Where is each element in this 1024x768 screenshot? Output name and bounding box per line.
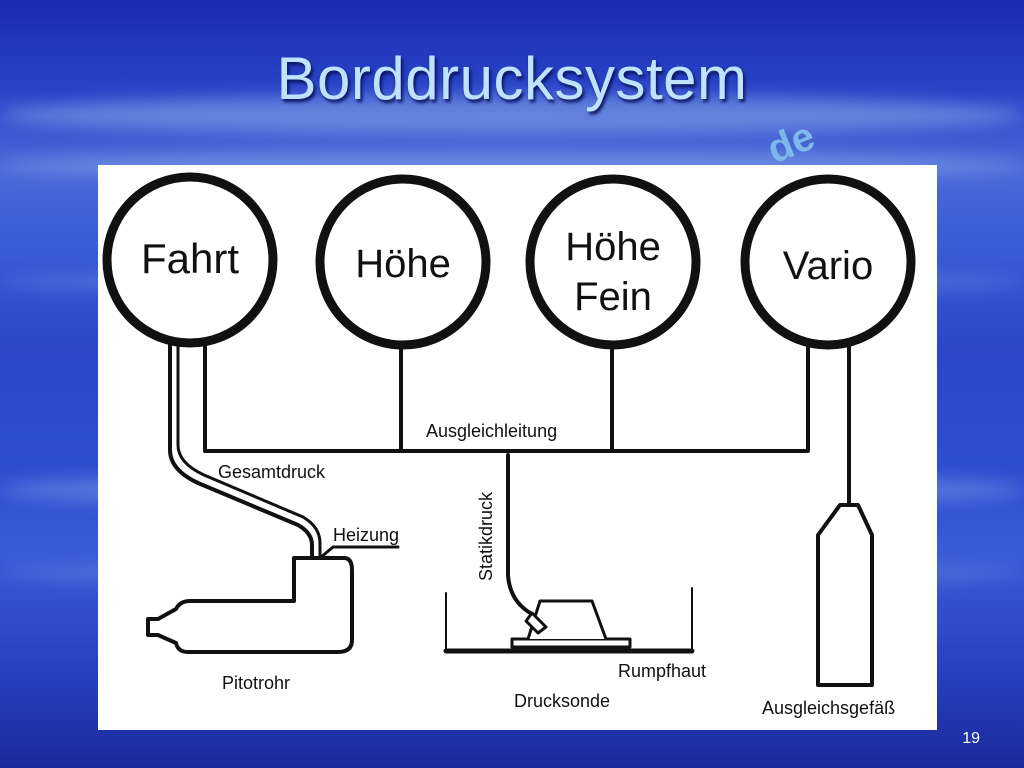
gauge-label-hoehe: Höhe [355,242,451,286]
gauge-label-vario: Vario [783,244,873,288]
static-pressure-tube [506,453,540,619]
label-gesamtdruck: Gesamtdruck [218,462,326,482]
pressure-system-diagram: Fahrt Höhe Höhe Fein Vario Ausgleichleit… [102,172,916,718]
label-rumpfhaut: Rumpfhaut [618,661,706,681]
gauge-label-hoehe-fein-line1: Höhe [565,225,661,269]
label-heizung: Heizung [333,525,399,545]
label-ausgleichsgefass: Ausgleichsgefäß [762,698,895,718]
gauge-label-fahrt: Fahrt [141,235,239,282]
probe-connector [524,611,548,635]
total-pressure-tube-outer [168,343,314,560]
label-statikdruck: Statikdruck [476,491,496,581]
probe-base [510,637,632,649]
label-ausgleichleitung: Ausgleichleitung [426,421,557,441]
gauge-vario-dial [740,174,916,350]
gauge-label-hoehe-fein-line2: Fein [574,275,652,319]
slide-number: 19 [962,730,980,747]
heater-wire [318,545,400,560]
diagram-panel: Fahrt Höhe Höhe Fein Vario Ausgleichleit… [98,165,937,730]
balance-line [203,343,810,453]
label-drucksonde: Drucksonde [514,691,610,711]
label-pitotrohr: Pitotrohr [222,673,290,693]
balance-vessel [816,503,874,687]
pitot-tube-body [146,556,354,654]
background-streak [0,95,1024,135]
slide-title: Borddrucksystem [276,45,748,112]
total-pressure-tube-inner [176,343,322,560]
gauge-fahrt-dial [102,172,278,348]
